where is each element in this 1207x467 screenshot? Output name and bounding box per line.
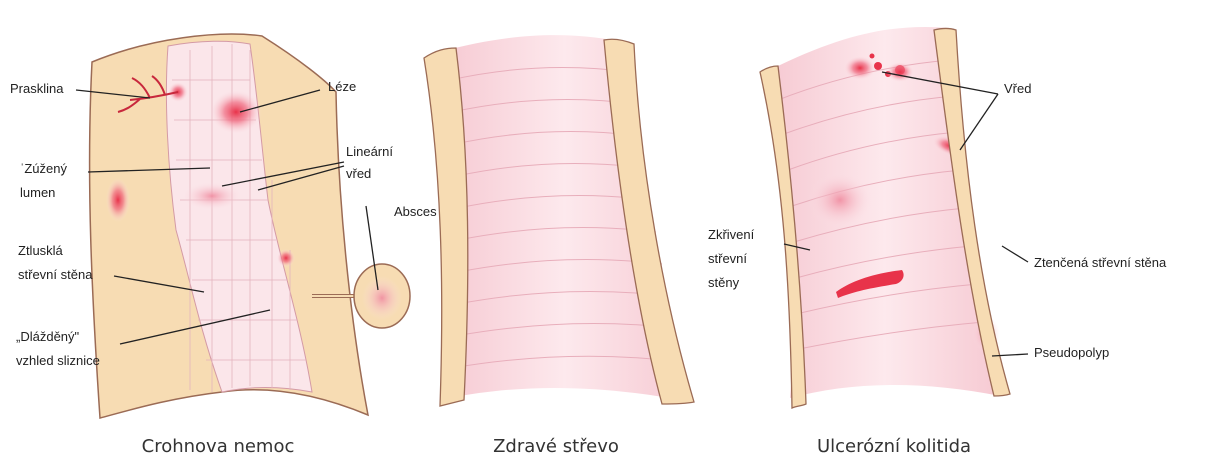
- label-linearni-vred-line1: Lineární: [346, 143, 393, 161]
- crohn-ulcer-linear: [182, 182, 242, 210]
- crohn-intestine: [76, 34, 410, 418]
- label-pseudopolyp: Pseudopolyp: [1034, 344, 1109, 362]
- label-ztlusla-stena-line2: střevní stěna: [18, 266, 92, 284]
- label-prasklina: Prasklina: [10, 80, 63, 98]
- crohn-lesion: [210, 90, 262, 134]
- caption-healthy: Zdravé střevo: [493, 436, 619, 457]
- label-zkriveni-line1: Zkřivení: [708, 226, 754, 244]
- label-ztlusla-stena-line1: Ztlusklá: [18, 242, 63, 260]
- healthy-wall-left: [424, 48, 468, 406]
- label-leze: Léze: [328, 78, 356, 96]
- label-zkriveni-line3: stěny: [708, 274, 739, 292]
- healthy-intestine: [424, 35, 694, 406]
- caption-crohn: Crohnova nemoc: [142, 436, 295, 457]
- label-dlazdeny-vzhled-line1: „Dlážděný": [16, 328, 79, 346]
- label-vred: Vřed: [1004, 80, 1031, 98]
- label-zkriveni-line2: střevní: [708, 250, 747, 268]
- crohn-bulge-lesion: [106, 178, 130, 222]
- uc-ulcer-top: [844, 56, 876, 80]
- caption-uc: Ulcerózní kolitida: [817, 436, 971, 457]
- crohn-lesion-lower: [277, 249, 295, 267]
- label-absces: Absces: [394, 203, 437, 221]
- label-dlazdeny-vzhled-line2: vzhled sliznice: [16, 352, 100, 370]
- label-zuzeny-lumen-line1: ˈZúžený: [20, 160, 67, 178]
- uc-intestine: [760, 27, 1028, 408]
- uc-inflamed-area: [808, 172, 872, 228]
- label-zuzeny-lumen-line2: lumen: [20, 184, 55, 202]
- label-linearni-vred-line2: vřed: [346, 165, 371, 183]
- label-ztencena-stena: Ztenčená střevní stěna: [1034, 254, 1166, 272]
